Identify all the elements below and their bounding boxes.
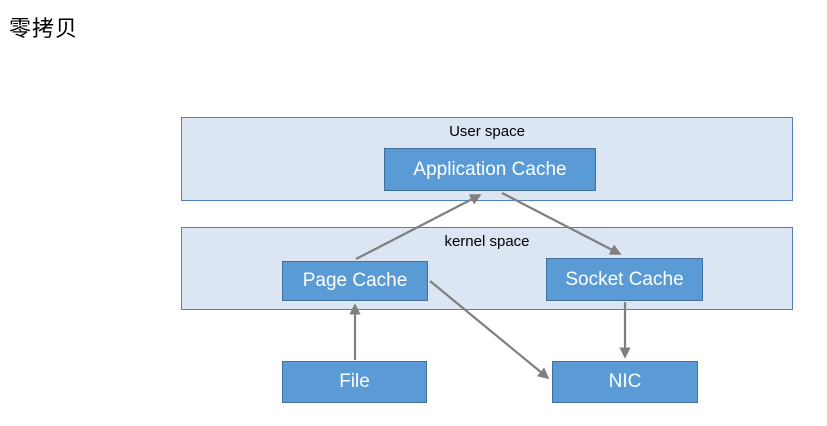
page-title: 零拷贝: [9, 16, 79, 41]
page-cache-node: Page Cache: [282, 261, 428, 301]
socket-cache-node: Socket Cache: [546, 258, 703, 301]
kernel-space-label: kernel space: [444, 233, 530, 250]
application-cache-node: Application Cache: [384, 148, 596, 191]
file-node: File: [282, 361, 427, 403]
user-space-label: User space: [449, 123, 525, 140]
nic-node: NIC: [552, 361, 698, 403]
